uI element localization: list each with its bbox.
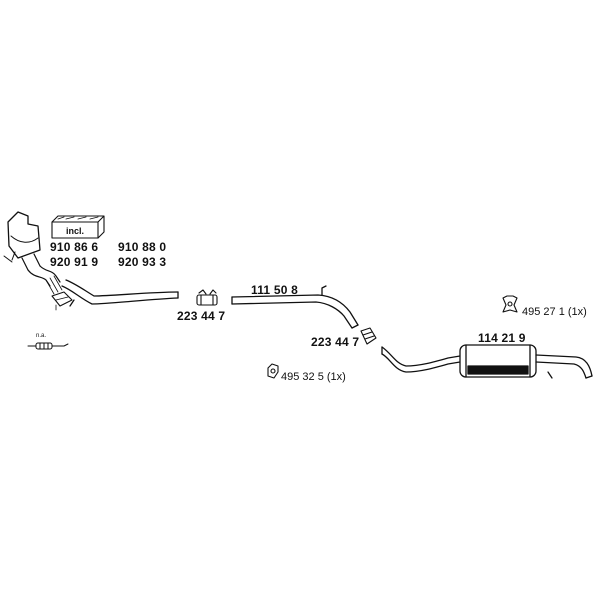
part-number-mid-pipe: 111 50 8 xyxy=(251,283,298,297)
middle-pipe[interactable] xyxy=(231,285,359,329)
part-number-cat-b2: 920 93 3 xyxy=(118,255,167,269)
front-pipe[interactable] xyxy=(61,279,179,307)
na-part-icon xyxy=(27,342,69,350)
rear-clamp-icon[interactable] xyxy=(360,327,377,345)
na-label: n.a. xyxy=(36,333,47,339)
part-number-cat-b1: 910 88 0 xyxy=(118,240,167,254)
part-number-cat-a2: 920 91 9 xyxy=(50,255,99,269)
catalytic-converter[interactable] xyxy=(3,211,73,311)
part-number-front-clamp: 223 44 7 xyxy=(177,309,226,323)
front-clamp-icon[interactable] xyxy=(196,289,218,306)
rear-hanger-icon[interactable] xyxy=(502,295,518,313)
part-number-mid-hanger: 495 32 5 (1x) xyxy=(281,371,346,383)
rear-silencer[interactable] xyxy=(381,344,593,379)
kit-label: incl. xyxy=(66,226,85,236)
mounting-kit-icon xyxy=(51,215,105,239)
part-number-rear-hanger: 495 27 1 (1x) xyxy=(522,306,587,318)
mid-hanger-icon[interactable] xyxy=(267,363,279,379)
part-number-cat-a1: 910 86 6 xyxy=(50,240,99,254)
part-number-rear-silencer: 114 21 9 xyxy=(478,331,526,345)
part-number-rear-clamp: 223 44 7 xyxy=(311,335,360,349)
